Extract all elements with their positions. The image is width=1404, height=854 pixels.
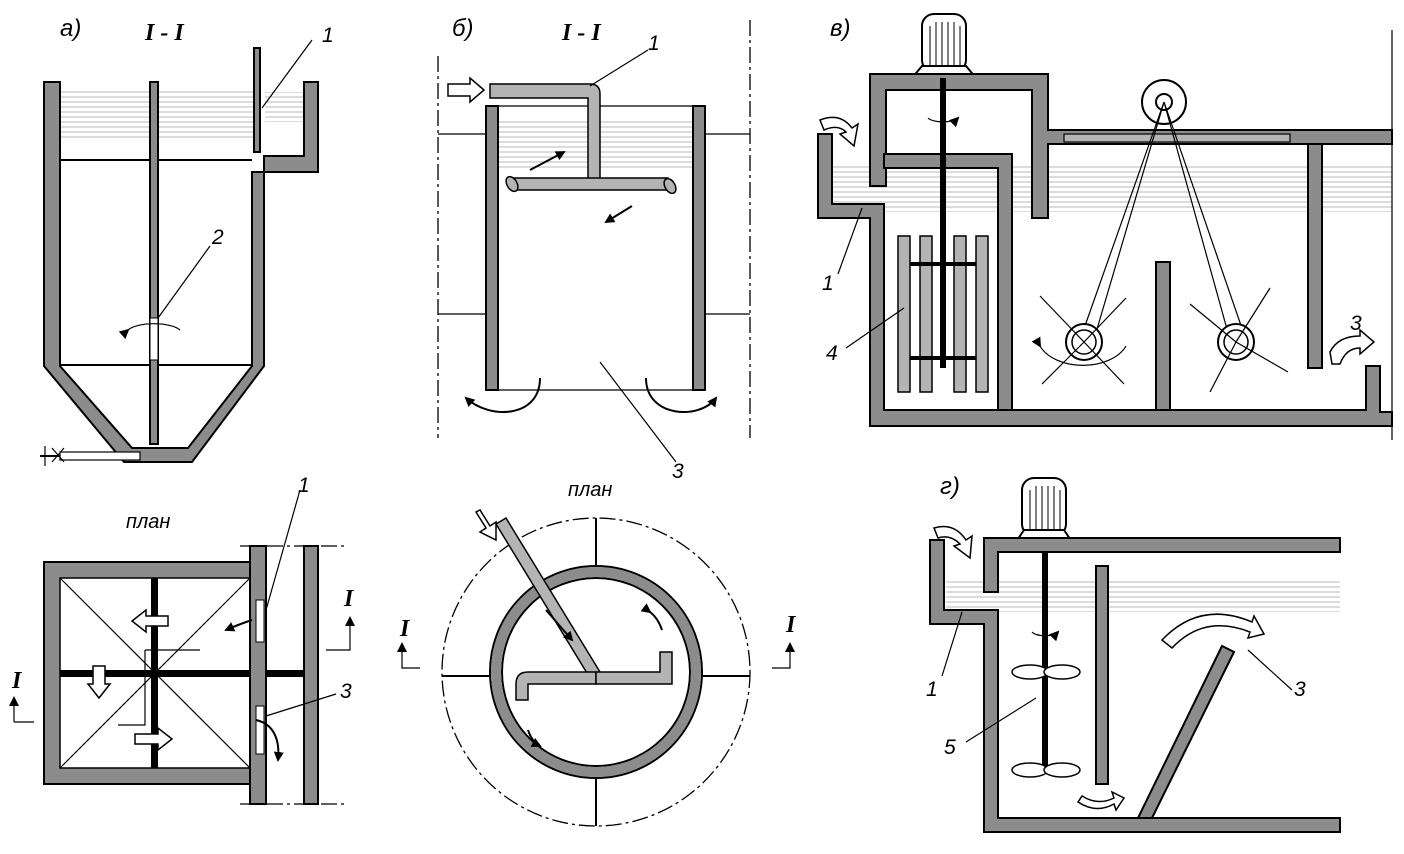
panel-a-section-title: I - I <box>144 20 185 46</box>
callout-3: 3 <box>1350 312 1362 335</box>
section-mark: I <box>785 612 797 638</box>
impeller-blade <box>1043 762 1081 778</box>
inlet-pipe <box>253 47 261 153</box>
section-mark: I <box>343 586 355 612</box>
water-surface <box>946 580 1340 612</box>
tank-ring <box>491 567 701 777</box>
impeller-blade <box>1043 664 1081 680</box>
channel-wall <box>249 545 267 805</box>
callout-1: 1 <box>822 272 834 295</box>
distributor-pipe <box>595 651 673 685</box>
water-surface <box>60 88 260 140</box>
water-surface <box>832 164 1392 212</box>
inflow-arrow-icon <box>819 116 860 148</box>
callout-3: 3 <box>1294 678 1306 701</box>
tank-wall <box>485 105 499 391</box>
inflow-arrow-icon <box>447 76 486 104</box>
panel-v: в) <box>817 13 1393 440</box>
flow-arrow-icon <box>1076 790 1126 812</box>
panel-b-plan: план I I <box>397 479 797 827</box>
callout-3: 3 <box>672 460 684 483</box>
callout-line <box>265 489 301 611</box>
callout-5: 5 <box>944 736 956 759</box>
flow-arrow-icon <box>134 726 174 752</box>
callout-1: 1 <box>298 474 310 497</box>
outflow-arrow-icon <box>1329 328 1376 365</box>
air-pipe <box>149 81 159 445</box>
inflow-arrow-icon <box>932 525 973 560</box>
callout-line <box>589 49 649 87</box>
callout-line <box>941 611 963 677</box>
panel-v-label: в) <box>830 15 851 42</box>
tank-wall <box>692 105 706 391</box>
panel-b-section-title: I - I <box>561 20 602 46</box>
motor-icon <box>1021 477 1067 537</box>
callout-1: 1 <box>648 32 660 55</box>
impeller-blade <box>1011 762 1049 778</box>
callout-line <box>265 693 337 717</box>
callout-line <box>157 245 211 319</box>
rotation-arrow <box>118 323 181 340</box>
valve-icon <box>51 447 65 463</box>
callout-3: 3 <box>340 680 352 703</box>
inlet-pipe <box>494 516 602 680</box>
panel-a-section: а) I - I 1 2 <box>40 15 334 466</box>
basin-wall <box>929 539 1341 833</box>
mixer-shaft <box>940 78 946 368</box>
callout-line <box>1247 649 1293 691</box>
flow-arrow-icon <box>130 608 169 634</box>
panel-b-section: б) I - I 1 3 <box>437 15 751 483</box>
callout-line <box>845 307 905 349</box>
inlet-pipe <box>489 83 601 181</box>
inflow-arrow-icon <box>474 509 497 542</box>
outer-circle <box>441 517 751 827</box>
panel-a-plan: план 1 3 I I <box>11 474 355 805</box>
drain-pipe <box>59 451 141 461</box>
section-mark: I <box>11 668 23 694</box>
tank-wall <box>43 81 319 463</box>
distributor-pipe <box>515 671 597 701</box>
panel-b-label: б) <box>452 15 474 42</box>
callout-line <box>599 361 677 463</box>
basin-wall <box>817 133 1393 427</box>
flow-arrow-icon <box>86 665 112 700</box>
callout-line <box>261 39 313 109</box>
panel-a-label: а) <box>60 15 81 42</box>
plan-title: план <box>568 479 612 501</box>
motor-icon <box>921 13 967 73</box>
impeller-blade <box>1011 664 1049 680</box>
callout-1: 1 <box>322 24 334 47</box>
plan-title: план <box>126 511 170 533</box>
mixer-housing <box>869 73 1393 219</box>
pipe-nozzle <box>149 317 159 361</box>
callout-2: 2 <box>211 226 224 249</box>
panel-g-label: г) <box>940 473 960 500</box>
panel-g: г) 1 5 3 <box>926 473 1341 833</box>
callout-1: 1 <box>926 678 938 701</box>
water-surface <box>265 92 307 122</box>
mixer-shaft <box>1042 552 1048 772</box>
flow-arrow-icon <box>1160 613 1266 650</box>
section-mark: I <box>399 616 411 642</box>
callout-line <box>965 697 1037 743</box>
channel-wall <box>303 545 319 805</box>
distributor-pipe <box>511 177 669 191</box>
callout-4: 4 <box>826 342 838 365</box>
callout-line <box>837 207 863 275</box>
plan-pipe <box>60 670 250 677</box>
